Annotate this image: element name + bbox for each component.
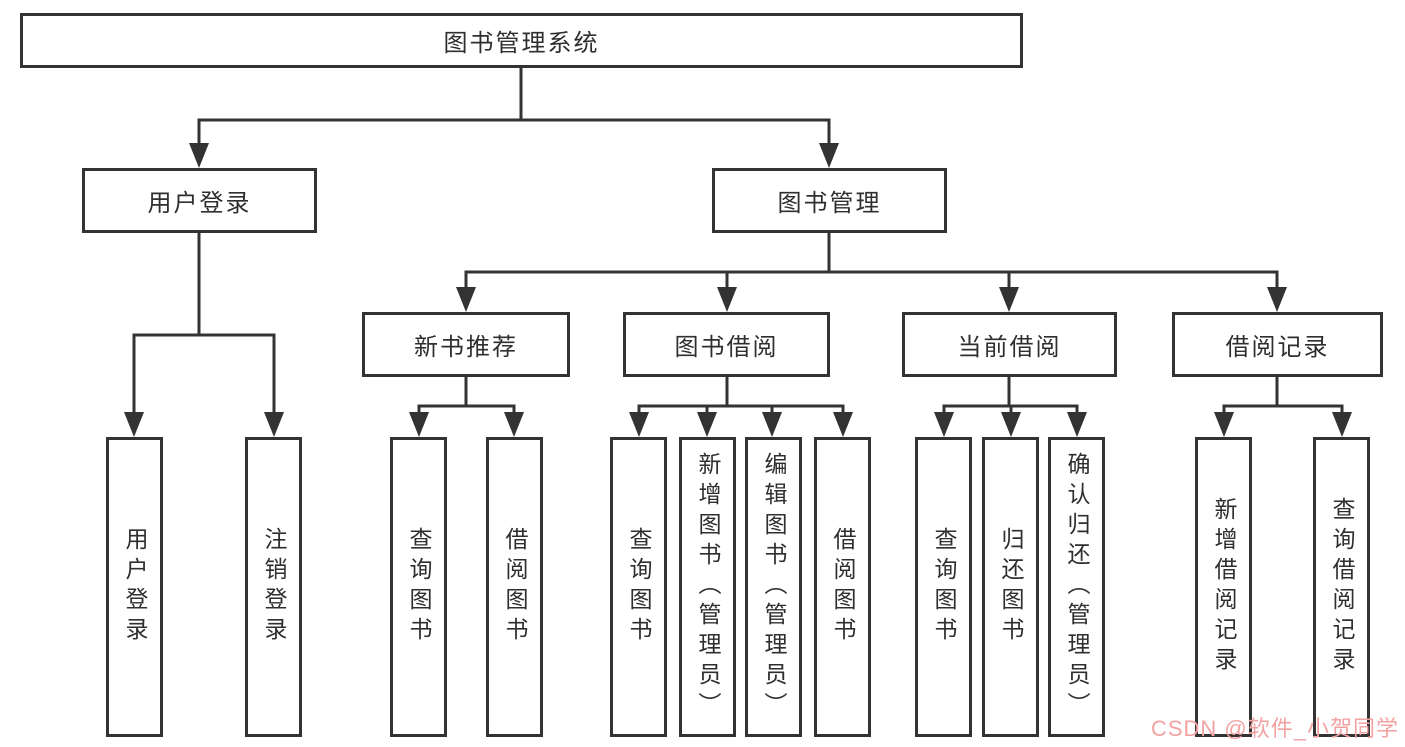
leaf-borrow-books-label: 借阅图书 bbox=[830, 527, 856, 647]
csdn-watermark: CSDN @软件_小贺同学 bbox=[1150, 716, 1399, 741]
node-root-system: 图书管理系统 bbox=[20, 13, 1023, 68]
leaf-return-books: 归还图书 bbox=[982, 437, 1039, 737]
node-new-book-recommendation-label: 新书推荐 bbox=[414, 334, 518, 361]
node-new-book-recommendation: 新书推荐 bbox=[362, 312, 570, 377]
node-borrowing-records-label: 借阅记录 bbox=[1225, 334, 1330, 361]
leaf-user-login: 用户登录 bbox=[106, 437, 163, 737]
node-current-borrowing: 当前借阅 bbox=[902, 312, 1117, 377]
leaf-confirm-return-admin: 确认归还（管理员） bbox=[1048, 437, 1105, 737]
leaf-return-books-label: 归还图书 bbox=[998, 527, 1024, 647]
leaf-borrow-books: 借阅图书 bbox=[814, 437, 871, 737]
leaf-borrow-books-recommend-label: 借阅图书 bbox=[502, 527, 528, 647]
node-book-management-label: 图书管理 bbox=[777, 190, 882, 217]
leaf-query-books-borrowing-label: 查询图书 bbox=[626, 527, 652, 647]
leaf-query-borrow-record-label: 查询借阅记录 bbox=[1329, 497, 1355, 677]
leaf-query-books-borrowing: 查询图书 bbox=[610, 437, 667, 737]
node-borrowing-records: 借阅记录 bbox=[1172, 312, 1383, 377]
leaf-query-books-current-label: 查询图书 bbox=[931, 527, 957, 647]
node-book-borrowing: 图书借阅 bbox=[623, 312, 830, 377]
leaf-confirm-return-admin-label: 确认归还（管理员） bbox=[1064, 452, 1090, 722]
leaf-add-borrow-record-label: 新增借阅记录 bbox=[1211, 497, 1237, 677]
node-root-system-label: 图书管理系统 bbox=[443, 30, 600, 57]
leaf-query-borrow-record: 查询借阅记录 bbox=[1313, 437, 1370, 737]
leaf-query-books-recommend-label: 查询图书 bbox=[406, 527, 432, 647]
leaf-query-books-recommend: 查询图书 bbox=[390, 437, 447, 737]
leaf-user-login-label: 用户登录 bbox=[122, 527, 148, 647]
leaf-add-books-admin: 新增图书（管理员） bbox=[679, 437, 736, 737]
node-user-login: 用户登录 bbox=[82, 168, 317, 233]
leaf-add-books-admin-label: 新增图书（管理员） bbox=[695, 452, 721, 722]
leaf-add-borrow-record: 新增借阅记录 bbox=[1195, 437, 1252, 737]
leaf-query-books-current: 查询图书 bbox=[915, 437, 972, 737]
leaf-logout: 注销登录 bbox=[245, 437, 302, 737]
node-book-borrowing-label: 图书借阅 bbox=[674, 334, 779, 361]
node-user-login-label: 用户登录 bbox=[147, 190, 252, 217]
leaf-borrow-books-recommend: 借阅图书 bbox=[486, 437, 543, 737]
node-book-management: 图书管理 bbox=[712, 168, 947, 233]
leaf-edit-books-admin-label: 编辑图书（管理员） bbox=[761, 452, 787, 722]
node-current-borrowing-label: 当前借阅 bbox=[957, 334, 1062, 361]
leaf-edit-books-admin: 编辑图书（管理员） bbox=[745, 437, 802, 737]
leaf-logout-label: 注销登录 bbox=[261, 527, 287, 647]
